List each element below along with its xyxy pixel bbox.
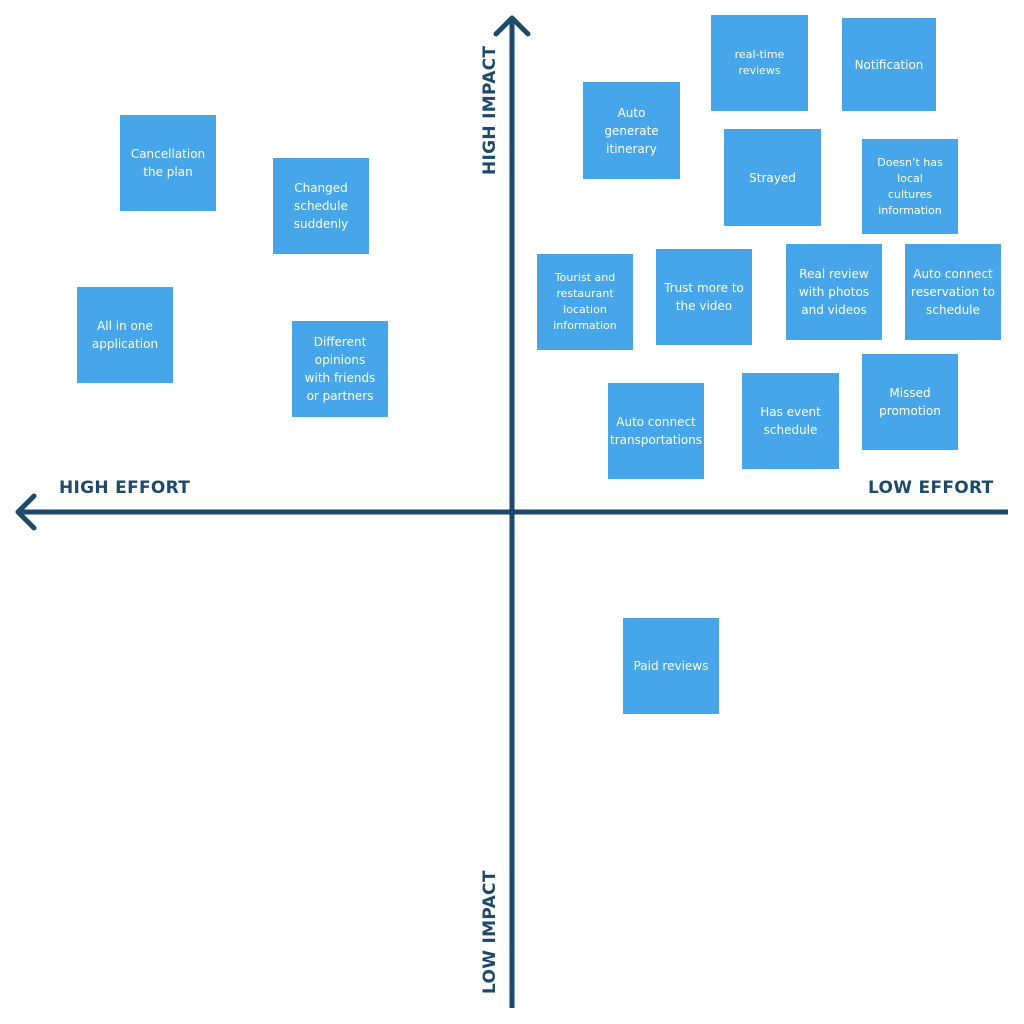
high-impact-label: HIGH IMPACT [480, 45, 500, 175]
sticky-note-strayed: Strayed [724, 129, 821, 226]
low-impact-label: LOW IMPACT [480, 870, 500, 994]
sticky-note-event-schedule: Has event schedule [742, 373, 839, 469]
sticky-note-auto-transport: Auto connect transportations [608, 383, 704, 479]
sticky-note-real-review-photos: Real review with photos and videos [786, 244, 882, 340]
sticky-note-paid-reviews: Paid reviews [623, 618, 719, 714]
sticky-note-notification: Notification [842, 18, 936, 111]
high-effort-label: HIGH EFFORT [59, 478, 191, 498]
left-arrow-icon [15, 493, 37, 531]
sticky-note-auto-reservation: Auto connect reservation to schedule [905, 244, 1001, 340]
sticky-note-trust-video: Trust more to the video [656, 249, 752, 345]
up-arrow-icon [493, 15, 531, 37]
sticky-note-real-time-reviews: real-time reviews [711, 15, 808, 111]
sticky-note-all-in-one: All in one application [77, 287, 173, 383]
sticky-note-cancellation: Cancellation the plan [120, 115, 216, 211]
sticky-note-auto-itinerary: Auto generate itinerary [583, 82, 680, 179]
sticky-note-changed-schedule: Changed schedule suddenly [273, 158, 369, 254]
low-effort-label: LOW EFFORT [868, 478, 994, 498]
sticky-note-different-opinions: Different opinions with friends or partn… [292, 321, 388, 417]
sticky-note-local-cultures: Doesn’t has local cultures information [862, 139, 958, 234]
sticky-note-missed-promotion: Missed promotion [862, 354, 958, 450]
sticky-note-tourist-location: Tourist and restaurant location informat… [537, 254, 633, 350]
